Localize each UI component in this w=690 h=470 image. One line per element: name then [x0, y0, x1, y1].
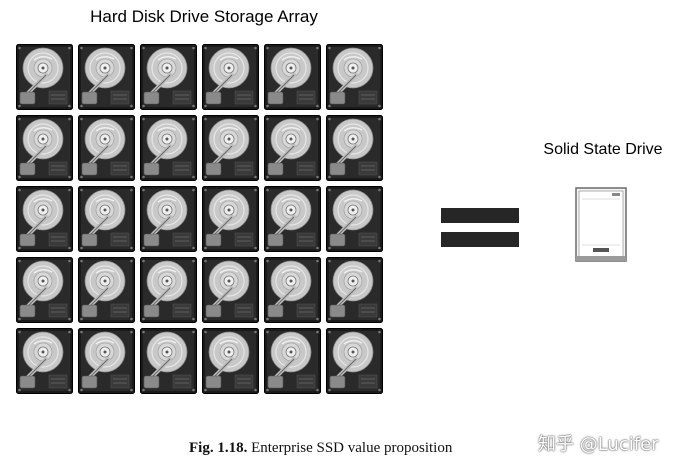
hard-disk-drive-icon: [16, 186, 73, 252]
hard-disk-drive-icon: [202, 44, 259, 110]
equals-bar-top: [441, 208, 519, 223]
hard-disk-drive-icon: [16, 115, 73, 181]
hard-disk-drive-icon: [202, 186, 259, 252]
hard-disk-drive-icon: [78, 328, 135, 394]
hard-disk-drive-icon: [264, 328, 321, 394]
hdd-array-title: Hard Disk Drive Storage Array: [90, 7, 318, 26]
watermark: 知乎 @Lucifer: [538, 434, 659, 455]
hard-disk-drive-icon: [326, 328, 383, 394]
hard-disk-drive-icon: [326, 44, 383, 110]
hard-disk-drive-icon: [264, 44, 321, 110]
hard-disk-drive-icon: [140, 115, 197, 181]
hard-disk-drive-icon: [16, 257, 73, 323]
hard-disk-drive-icon: [78, 257, 135, 323]
hard-disk-drive-icon: [140, 44, 197, 110]
equals-bar-bottom: [441, 232, 519, 247]
figure-caption: Fig. 1.18. Enterprise SSD value proposit…: [189, 440, 452, 457]
ssd-icon: [575, 187, 627, 262]
hard-disk-drive-icon: [264, 186, 321, 252]
hard-disk-drive-icon: [202, 328, 259, 394]
equals-icon: [441, 208, 519, 256]
hard-disk-drive-icon: [140, 186, 197, 252]
hard-disk-drive-icon: [16, 328, 73, 394]
hard-disk-drive-icon: [78, 115, 135, 181]
hard-disk-drive-icon: [140, 328, 197, 394]
hard-disk-drive-icon: [326, 186, 383, 252]
hard-disk-drive-icon: [202, 115, 259, 181]
figure-caption-text: Enterprise SSD value proposition: [251, 440, 453, 456]
hdd-array-grid: [16, 44, 383, 394]
hard-disk-drive-icon: [326, 257, 383, 323]
hard-disk-drive-icon: [78, 186, 135, 252]
ssd-title: Solid State Drive: [543, 141, 663, 158]
hard-disk-drive-icon: [264, 115, 321, 181]
hard-disk-drive-icon: [78, 44, 135, 110]
hard-disk-drive-icon: [326, 115, 383, 181]
hard-disk-drive-icon: [16, 44, 73, 110]
hard-disk-drive-icon: [202, 257, 259, 323]
hard-disk-drive-icon: [140, 257, 197, 323]
figure-label: Fig. 1.18.: [189, 440, 248, 456]
hard-disk-drive-icon: [264, 257, 321, 323]
